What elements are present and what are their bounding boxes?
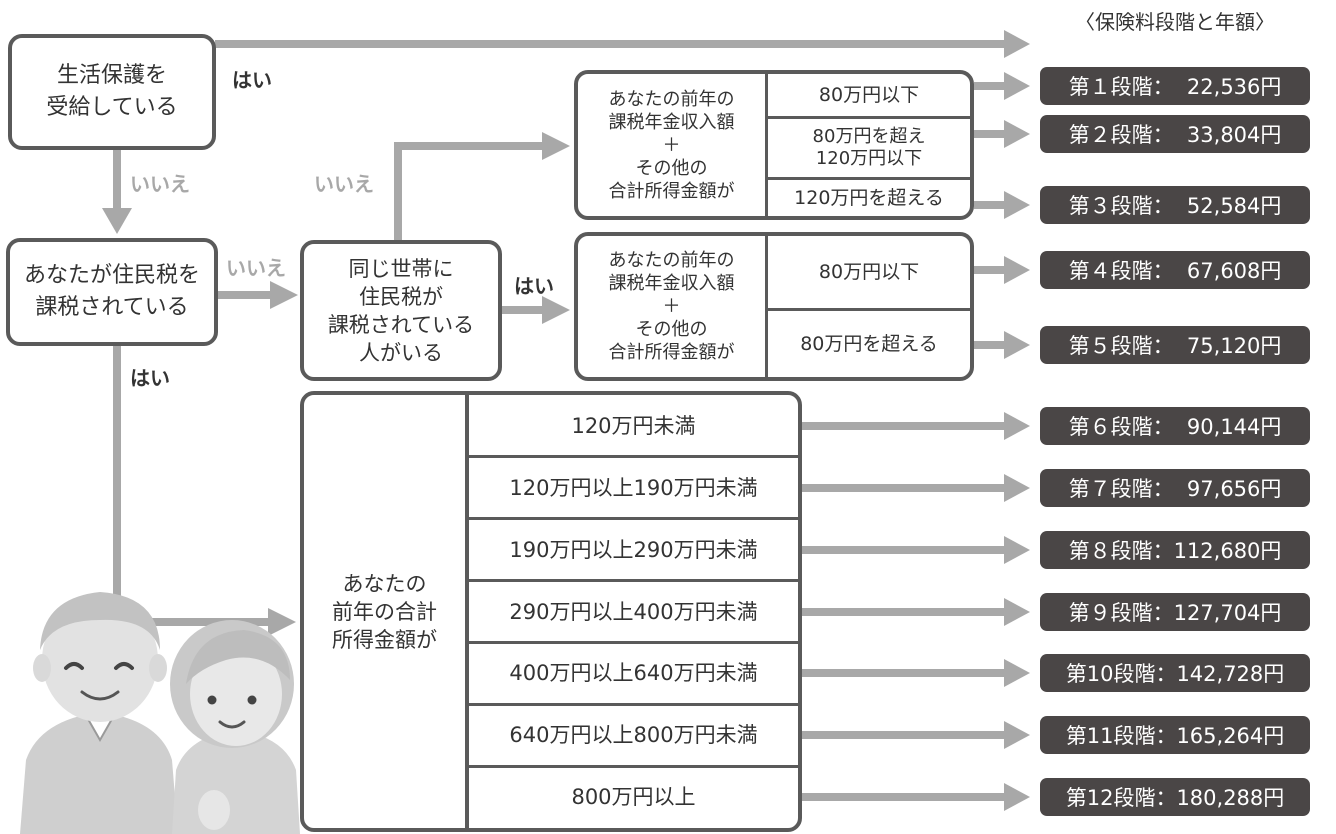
main-condition-6: 640万円以上800万円未満 bbox=[509, 722, 758, 747]
arrowhead bbox=[1004, 721, 1030, 749]
arrowhead bbox=[270, 281, 298, 309]
stage-3-pill: 第３段階： 52,584円 bbox=[1040, 186, 1310, 224]
upper-income-question: あなたの前年の 課税年金収入額 ＋ その他の 合計所得金額が bbox=[608, 88, 735, 202]
main-income-table: あなたの 前年の合計 所得金額が 120万円未満 120万円以上190万円未満 19… bbox=[300, 391, 802, 832]
stage-9-pill: 第９段階：127,704円 bbox=[1040, 593, 1310, 631]
stage-11-pill: 第11段階：165,264円 bbox=[1040, 716, 1310, 754]
lower-condition-1: 80万円以下 bbox=[818, 260, 920, 283]
arrowhead bbox=[1004, 256, 1030, 284]
elderly-couple-illustration bbox=[20, 592, 300, 834]
main-condition-3: 190万円以上290万円未満 bbox=[509, 537, 758, 562]
man-figure bbox=[20, 592, 178, 834]
arrow-household-no bbox=[394, 142, 544, 240]
woman-figure bbox=[170, 620, 300, 834]
stage-4-pill: 第４段階： 67,608円 bbox=[1040, 251, 1310, 289]
lower-divider-vertical bbox=[765, 236, 768, 377]
lower-divider bbox=[768, 308, 970, 311]
stage-7-pill: 第７段階： 97,656円 bbox=[1040, 469, 1310, 507]
upper-condition-2: 80万円を超え 120万円以下 bbox=[812, 126, 926, 169]
upper-divider bbox=[768, 177, 970, 180]
stage-1-pill: 第１段階： 22,536円 bbox=[1040, 67, 1310, 105]
stage-8-pill: 第８段階：112,680円 bbox=[1040, 531, 1310, 569]
main-condition-4: 290万円以上400万円未満 bbox=[509, 599, 758, 624]
stage-5-pill: 第５段階： 75,120円 bbox=[1040, 326, 1310, 364]
arrowhead bbox=[1004, 30, 1030, 58]
arrowhead bbox=[1004, 474, 1030, 502]
arrowhead bbox=[1004, 659, 1030, 687]
stage-12-pill: 第12段階：180,288円 bbox=[1040, 778, 1310, 816]
arrowhead bbox=[542, 296, 570, 324]
label-no-welfare: いいえ bbox=[130, 172, 190, 196]
arrowhead bbox=[1004, 191, 1030, 219]
main-divider bbox=[469, 765, 798, 768]
arrowhead bbox=[1004, 536, 1030, 564]
legend-title: 〈保険料段階と年額〉 bbox=[1075, 10, 1275, 34]
arrow-heads bbox=[102, 30, 1030, 811]
lower-income-table: あなたの前年の 課税年金収入額 ＋ その他の 合計所得金額が 80万円以下 80… bbox=[574, 232, 974, 381]
arrowhead bbox=[102, 208, 132, 234]
household-question-box: 同じ世帯に 住民税が 課税されている 人がいる bbox=[300, 240, 502, 381]
stage-6-pill: 第６段階： 90,144円 bbox=[1040, 407, 1310, 445]
main-table-arrows bbox=[802, 422, 1006, 801]
resident-tax-question-box: あなたが住民税を 課税されている bbox=[6, 238, 218, 346]
main-divider-vertical bbox=[465, 395, 469, 828]
upper-condition-1: 80万円以下 bbox=[818, 83, 920, 106]
upper-divider bbox=[768, 116, 970, 119]
arrowhead bbox=[268, 608, 296, 636]
main-divider bbox=[469, 703, 798, 706]
arrowhead bbox=[1004, 72, 1030, 100]
arrowhead bbox=[542, 132, 570, 160]
main-condition-7: 800万円以上 bbox=[571, 784, 696, 809]
lower-income-question: あなたの前年の 課税年金収入額 ＋ その他の 合計所得金額が bbox=[608, 250, 735, 363]
label-no-resident: いいえ bbox=[226, 256, 286, 280]
main-condition-1: 120万円未満 bbox=[571, 413, 696, 438]
main-divider bbox=[469, 517, 798, 520]
arrowhead bbox=[1004, 598, 1030, 626]
stage-10-pill: 第10段階：142,728円 bbox=[1040, 654, 1310, 692]
label-yes-household: はい bbox=[514, 274, 554, 298]
main-divider bbox=[469, 579, 798, 582]
welfare-question-box: 生活保護を 受給している bbox=[8, 34, 216, 150]
main-condition-5: 400万円以上640万円未満 bbox=[509, 660, 758, 685]
arrowhead bbox=[1004, 783, 1030, 811]
upper-divider-vertical bbox=[765, 74, 768, 216]
main-condition-2: 120万円以上190万円未満 bbox=[509, 475, 758, 500]
lower-condition-2: 80万円を超える bbox=[800, 332, 938, 355]
main-divider bbox=[469, 455, 798, 458]
arrowhead bbox=[1004, 412, 1030, 440]
stage-2-pill: 第２段階： 33,804円 bbox=[1040, 115, 1310, 153]
arrowhead bbox=[1004, 120, 1030, 148]
upper-condition-3: 120万円を超える bbox=[794, 186, 944, 209]
upper-income-table: あなたの前年の 課税年金収入額 ＋ その他の 合計所得金額が 80万円以下 80… bbox=[574, 70, 974, 220]
main-divider bbox=[469, 641, 798, 644]
label-no-household: いいえ bbox=[314, 172, 374, 196]
label-yes-resident: はい bbox=[130, 366, 170, 390]
arrowhead bbox=[1004, 331, 1030, 359]
main-income-question: あなたの 前年の合計 所得金額が bbox=[332, 571, 437, 652]
label-yes-welfare: はい bbox=[232, 68, 272, 92]
